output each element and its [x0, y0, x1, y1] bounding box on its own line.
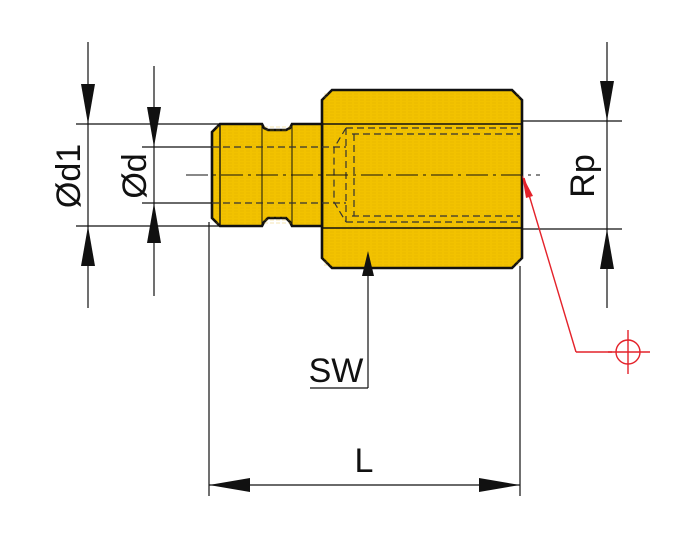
diameter-dimensions: Ød1 Ød	[50, 42, 220, 308]
arrow-l-right	[479, 478, 520, 492]
label-sw: SW	[309, 352, 364, 390]
wrench-size-leader: SW	[309, 251, 374, 390]
label-rp: Rp	[564, 154, 602, 197]
position-tolerance-symbol-icon	[608, 330, 650, 374]
arrow-l-left	[209, 478, 250, 492]
thread-dimension: Rp	[522, 42, 622, 308]
arrow-od-bottom	[147, 203, 161, 243]
arrow-od1-top	[81, 84, 95, 124]
length-dimension: L	[208, 222, 521, 496]
arrow-rp-top	[600, 81, 614, 121]
part-body	[186, 88, 540, 270]
label-od1: Ød1	[50, 144, 88, 208]
arrow-red	[522, 175, 533, 198]
arrow-od-top	[147, 107, 161, 147]
label-l: L	[355, 442, 374, 480]
arrow-od1-bottom	[81, 226, 95, 266]
arrow-rp-bottom	[600, 229, 614, 269]
label-od: Ød	[116, 153, 154, 198]
position-tolerance-leader	[522, 175, 650, 374]
arrow-sw	[362, 251, 374, 276]
